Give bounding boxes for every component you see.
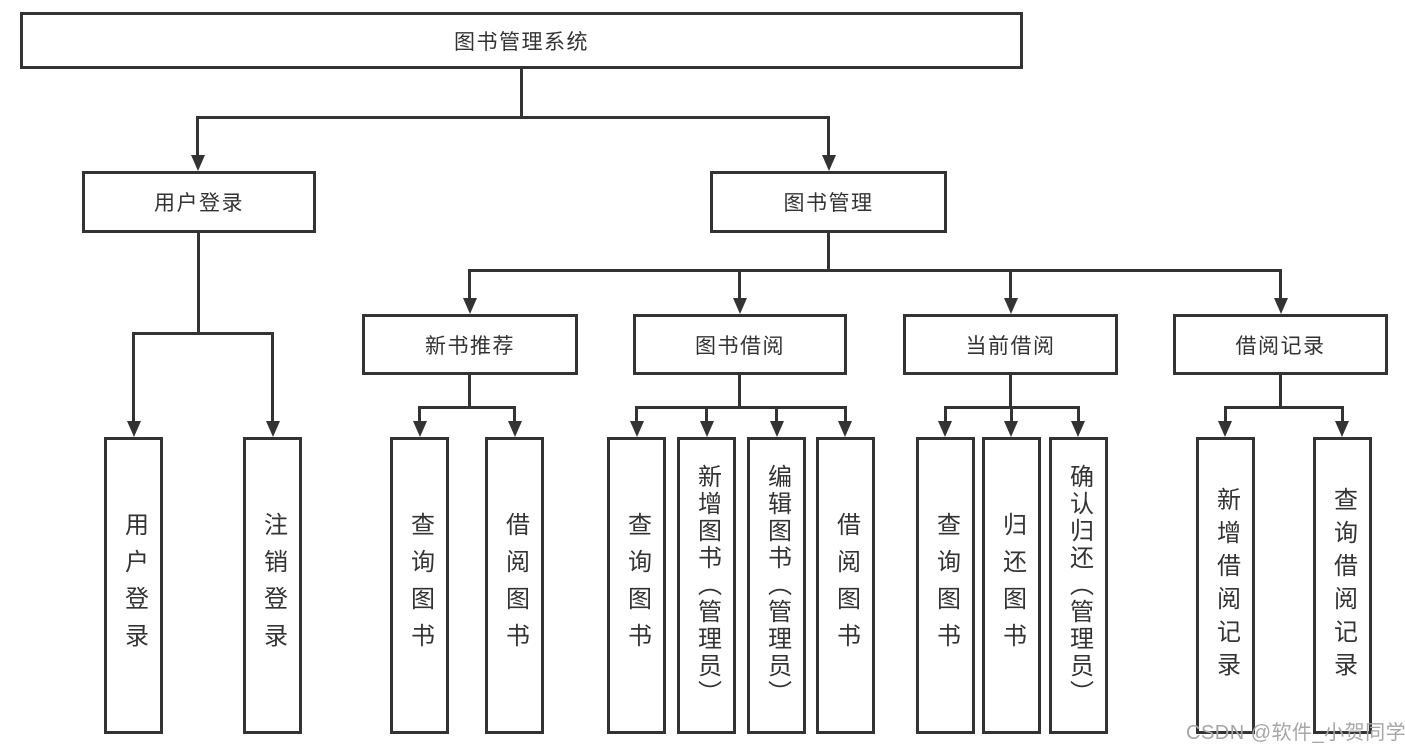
connector-drop-borrow-book	[844, 406, 847, 422]
connector-borrow-records-stem	[1279, 375, 1282, 408]
leaf-add-borrow-record-label: 新增借阅记录	[1212, 486, 1240, 685]
arrowhead-to-query-book-current	[938, 421, 952, 437]
arrowhead-to-return-book	[1004, 421, 1018, 437]
arrowhead-to-leaf-user-login	[127, 421, 141, 437]
leaf-query-book-current: 查询图书	[916, 437, 975, 734]
arrowhead-to-confirm-return-admin	[1071, 421, 1085, 437]
arrowhead-to-query-borrow-record	[1335, 421, 1349, 437]
arrowhead-to-current-borrow	[1004, 298, 1018, 314]
connector-new-book-recommend-stem	[468, 375, 471, 408]
connector-user-login-branch-bar	[132, 332, 274, 335]
arrowhead-to-borrow-book-recommend	[508, 421, 522, 437]
leaf-query-book-current-label: 查询图书	[932, 511, 960, 660]
leaf-borrow-book-recommend-label: 借阅图书	[501, 511, 529, 660]
arrowhead-to-query-book-borrow	[630, 421, 644, 437]
connector-drop-edit-book-admin	[775, 406, 778, 422]
connector-root-branch-bar	[196, 116, 830, 119]
leaf-add-book-admin: 新增图书（管理员）	[677, 437, 736, 734]
arrowhead-to-leaf-logout	[266, 421, 280, 437]
leaf-confirm-return-admin-label: 确认归还（管理员）	[1065, 464, 1093, 707]
leaf-logout: 注销登录	[243, 437, 302, 734]
leaf-query-book-recommend-label: 查询图书	[406, 511, 434, 660]
node-root-label: 图书管理系统	[454, 30, 589, 54]
connector-drop-current-borrow	[1009, 269, 1012, 299]
connector-drop-query-borrow-record	[1341, 406, 1344, 422]
node-book-borrow-label: 图书借阅	[695, 334, 785, 358]
connector-current-borrow-stem	[1009, 375, 1012, 408]
arrowhead-to-borrow-book	[838, 421, 852, 437]
leaf-edit-book-admin-label: 编辑图书（管理员）	[763, 464, 791, 707]
connector-drop-return-book	[1010, 406, 1013, 422]
connector-drop-book-management	[827, 116, 830, 157]
node-new-book-recommend-label: 新书推荐	[425, 334, 515, 358]
connector-new-book-recommend-branch-bar	[418, 406, 516, 409]
connector-drop-add-borrow-record	[1224, 406, 1227, 422]
connector-drop-leaf-logout	[271, 332, 274, 422]
leaf-query-borrow-record-label: 查询借阅记录	[1329, 486, 1357, 685]
arrowhead-to-book-management	[822, 155, 836, 171]
arrowhead-to-add-borrow-record	[1218, 421, 1232, 437]
node-current-borrow-label: 当前借阅	[965, 334, 1056, 358]
connector-borrow-records-branch-bar	[1224, 406, 1343, 409]
connector-book-management-stem	[827, 233, 830, 271]
arrowhead-to-add-book-admin	[700, 421, 714, 437]
node-book-management: 图书管理	[710, 171, 947, 233]
arrowhead-to-borrow-records	[1274, 298, 1288, 314]
arrowhead-to-new-book-recommend	[463, 298, 477, 314]
connector-drop-user-login	[196, 116, 199, 157]
leaf-query-book-recommend: 查询图书	[390, 437, 449, 734]
node-borrow-records-label: 借阅记录	[1235, 334, 1326, 358]
node-new-book-recommend: 新书推荐	[362, 314, 578, 375]
leaf-borrow-book: 借阅图书	[816, 437, 875, 734]
arrowhead-to-query-book-recommend	[413, 421, 427, 437]
arrowhead-to-book-borrow	[733, 298, 747, 314]
connector-drop-query-book-current	[944, 406, 947, 422]
connector-book-borrow-branch-bar	[635, 406, 846, 409]
node-root: 图书管理系统	[20, 12, 1023, 69]
leaf-borrow-book-label: 借阅图书	[832, 511, 860, 660]
arrowhead-to-user-login	[191, 155, 205, 171]
connector-drop-book-borrow	[738, 269, 741, 299]
node-book-borrow: 图书借阅	[633, 314, 847, 375]
node-current-borrow: 当前借阅	[903, 314, 1118, 375]
connector-user-login-stem	[197, 233, 200, 335]
leaf-user-login-label: 用户登录	[120, 511, 148, 660]
leaf-query-book-borrow: 查询图书	[607, 437, 666, 734]
connector-drop-borrow-book-recommend	[513, 406, 516, 422]
arrowhead-to-edit-book-admin	[770, 421, 784, 437]
connector-drop-borrow-records	[1279, 269, 1282, 299]
node-book-management-label: 图书管理	[783, 192, 874, 215]
leaf-user-login: 用户登录	[104, 437, 163, 734]
leaf-query-borrow-record: 查询借阅记录	[1313, 437, 1372, 734]
node-borrow-records: 借阅记录	[1173, 314, 1388, 375]
leaf-logout-label: 注销登录	[259, 511, 287, 660]
leaf-add-book-admin-label: 新增图书（管理员）	[693, 464, 721, 707]
connector-drop-confirm-return-admin	[1077, 406, 1080, 422]
leaf-confirm-return-admin: 确认归还（管理员）	[1049, 437, 1108, 734]
leaf-borrow-book-recommend: 借阅图书	[485, 437, 544, 734]
leaf-query-book-borrow-label: 查询图书	[623, 511, 651, 660]
csdn-watermark: CSDN @软件_小贺同学	[1186, 722, 1405, 744]
connector-drop-add-book-admin	[705, 406, 708, 422]
connector-drop-leaf-user-login	[132, 332, 135, 422]
connector-drop-query-book-borrow	[635, 406, 638, 422]
connector-book-management-branch-bar	[468, 269, 1281, 272]
leaf-return-book: 归还图书	[982, 437, 1041, 734]
connector-root-stem	[520, 69, 523, 118]
node-user-login-label: 用户登录	[154, 192, 244, 215]
leaf-edit-book-admin: 编辑图书（管理员）	[747, 437, 806, 734]
connector-drop-query-book-recommend	[418, 406, 421, 422]
leaf-return-book-label: 归还图书	[998, 511, 1026, 660]
connector-book-borrow-stem	[738, 375, 741, 408]
connector-drop-new-book-recommend	[468, 269, 471, 299]
node-user-login: 用户登录	[82, 171, 316, 233]
leaf-add-borrow-record: 新增借阅记录	[1196, 437, 1255, 734]
